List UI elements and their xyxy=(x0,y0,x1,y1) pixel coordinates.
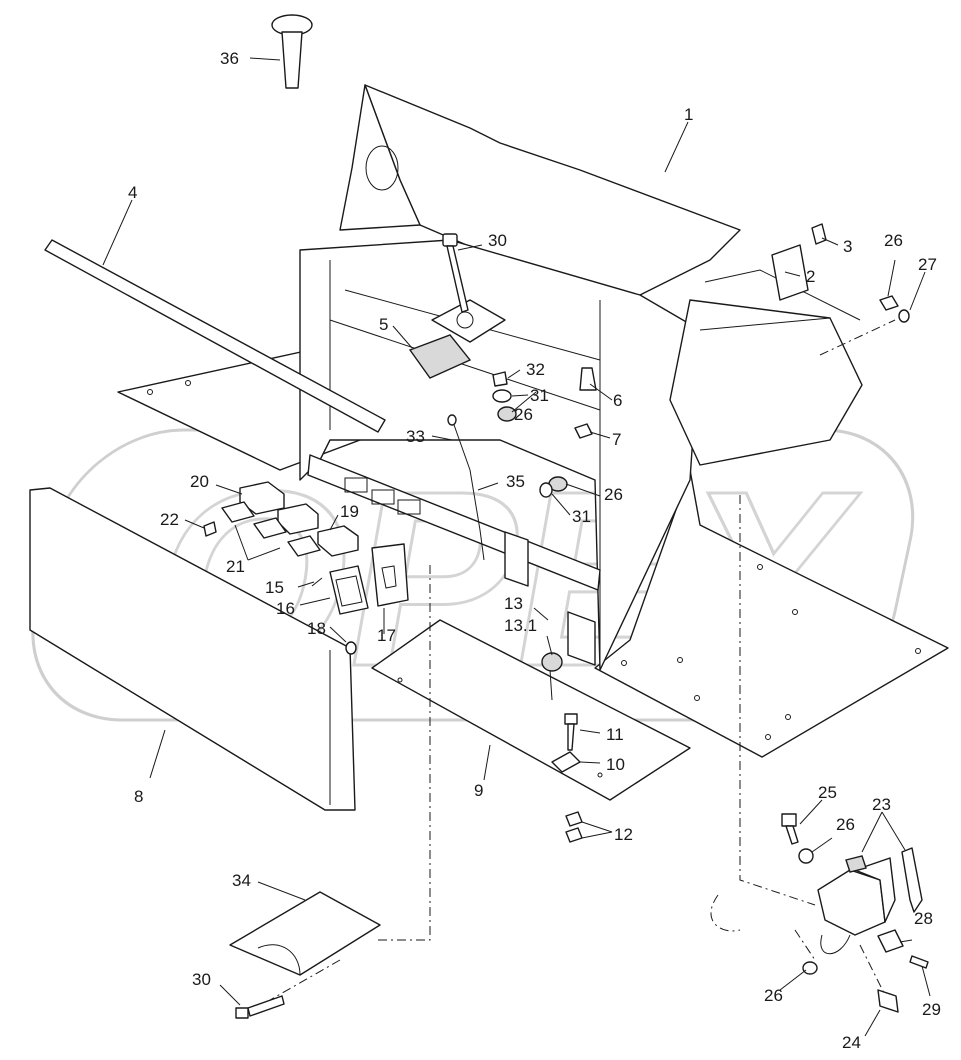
callout-35: 35 xyxy=(506,472,525,491)
callout-28: 28 xyxy=(914,909,933,928)
washer-31-mid xyxy=(539,482,553,498)
bolt-25 xyxy=(781,813,799,845)
callout-26-top: 26 xyxy=(514,405,533,424)
bar-4 xyxy=(44,239,386,433)
cover-17 xyxy=(371,543,409,607)
main-housing-inner xyxy=(329,260,601,670)
front-rail-slots xyxy=(344,477,421,515)
bolt-24 xyxy=(877,989,899,1013)
callout-31-top: 31 xyxy=(530,386,549,405)
callout-8: 8 xyxy=(134,787,143,806)
nut-26-lower xyxy=(802,961,818,975)
callout-21: 21 xyxy=(226,557,245,576)
callout-19: 19 xyxy=(340,502,359,521)
callout-18: 18 xyxy=(307,619,326,638)
washer-31-top xyxy=(492,389,512,403)
nut-26-right xyxy=(798,848,814,864)
washer-27 xyxy=(898,309,910,323)
bracket-top xyxy=(431,299,506,343)
nut-7 xyxy=(574,423,593,439)
callout-22: 22 xyxy=(160,510,179,529)
callout-17: 17 xyxy=(377,626,396,645)
screw-29 xyxy=(909,955,929,969)
callout-25: 25 xyxy=(818,783,837,802)
callout-26-upper: 26 xyxy=(884,231,903,250)
leader-lines xyxy=(102,57,931,1037)
callout-26-right: 26 xyxy=(836,815,855,834)
sleeve-28 xyxy=(877,929,904,953)
callout-30-top: 30 xyxy=(488,231,507,250)
gasket-16 xyxy=(329,565,369,615)
callout-31-mid: 31 xyxy=(572,507,591,526)
callout-32: 32 xyxy=(526,360,545,379)
rod-33 xyxy=(452,421,485,561)
plate-34 xyxy=(229,891,381,976)
plug-18 xyxy=(345,641,357,655)
clip-32 xyxy=(492,371,508,387)
callout-34: 34 xyxy=(232,871,251,890)
nut-26-top-right xyxy=(879,295,899,311)
callout-11: 11 xyxy=(606,725,624,744)
callout-12: 12 xyxy=(614,825,633,844)
callout-10: 10 xyxy=(606,755,625,774)
callout-20: 20 xyxy=(190,472,209,491)
callout-27: 27 xyxy=(918,255,937,274)
callout-6: 6 xyxy=(613,391,622,410)
callout-13-1: 13.1 xyxy=(504,616,537,635)
bolt-11 xyxy=(564,713,578,751)
callout-33: 33 xyxy=(406,427,425,446)
bolt-30-bottom xyxy=(235,995,285,1019)
plate-5 xyxy=(408,334,472,379)
nut-12b xyxy=(565,827,583,843)
plate-13 xyxy=(504,531,529,587)
floor-plate-holes xyxy=(621,564,921,740)
callout-13: 13 xyxy=(504,594,523,613)
callout-1: 1 xyxy=(684,105,693,124)
callout-7: 7 xyxy=(612,430,621,449)
nut-12a xyxy=(565,811,583,827)
screw-3 xyxy=(811,223,827,245)
clamp-set xyxy=(203,481,359,557)
callout-30-bottom: 30 xyxy=(192,970,211,989)
bracket-assembly-23 xyxy=(817,847,923,955)
plate-9 xyxy=(371,619,691,801)
callout-26-lower: 26 xyxy=(764,986,783,1005)
callout-5: 5 xyxy=(379,315,388,334)
floor-plate xyxy=(594,469,949,758)
callout-15: 15 xyxy=(265,578,284,597)
callout-4: 4 xyxy=(128,183,137,202)
plate-13-lower xyxy=(567,611,596,666)
callout-3: 3 xyxy=(843,237,852,256)
callout-36: 36 xyxy=(220,49,239,68)
callout-23: 23 xyxy=(872,795,891,814)
screw-15 xyxy=(311,577,323,587)
grommet-6 xyxy=(579,367,597,391)
callout-9: 9 xyxy=(474,781,483,800)
knob-13-1 xyxy=(541,652,563,701)
alignment-lines xyxy=(269,319,896,1001)
nut-26-top xyxy=(497,406,517,422)
callout-2: 2 xyxy=(806,267,815,286)
callout-26-mid: 26 xyxy=(604,485,623,504)
callout-16: 16 xyxy=(276,599,295,618)
handle-36 xyxy=(271,14,313,89)
callout-labels: 1 2 3 4 5 6 7 8 9 10 11 12 13 13.1 15 16… xyxy=(128,49,941,1052)
callout-29: 29 xyxy=(922,1000,941,1019)
plate-2 xyxy=(771,244,809,301)
callout-24: 24 xyxy=(842,1033,861,1052)
main-housing-side xyxy=(339,84,421,231)
bolt-30-top xyxy=(442,233,469,313)
